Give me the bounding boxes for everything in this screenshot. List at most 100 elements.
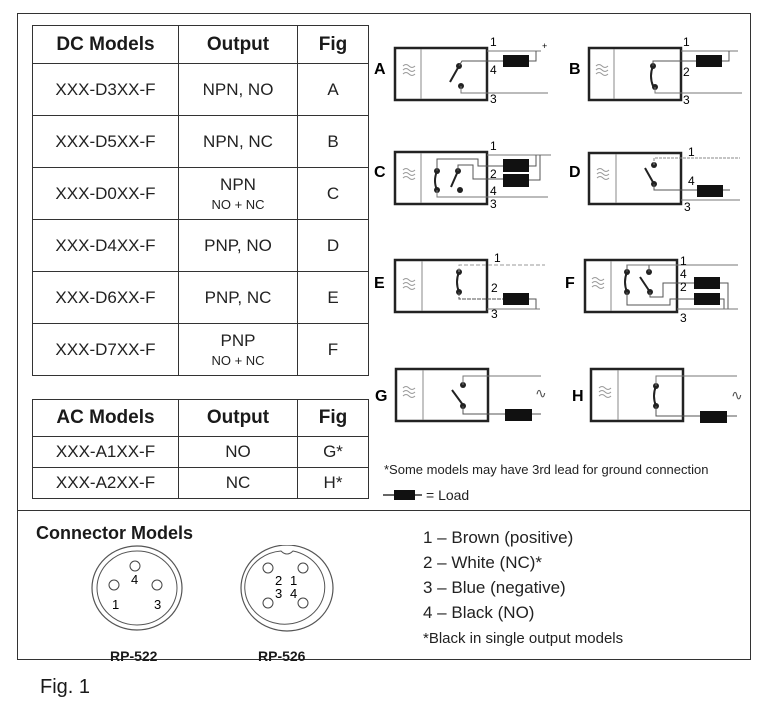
header-fig: Fig <box>297 399 369 437</box>
sensor-wave-icon <box>402 386 416 398</box>
svg-text:4: 4 <box>290 586 297 601</box>
wiring-diagrams: A 1 4 3 + B 1 2 3 C <box>374 35 743 500</box>
table-header-row: DC Models Output Fig <box>32 25 369 64</box>
output-cell: PNP, NC <box>178 271 298 324</box>
diagram-g: G ∿ <box>375 367 547 423</box>
section-divider <box>17 510 751 511</box>
model-cell: XXX-D7XX-F <box>32 323 179 376</box>
connector-diagrams: 4 1 3 2 1 3 4 <box>91 545 334 632</box>
svg-text:1: 1 <box>680 254 687 268</box>
model-cell: XXX-A2XX-F <box>32 467 179 499</box>
dc-models-table: DC Models Output Fig XXX-D3XX-F NPN, NO … <box>32 25 369 376</box>
svg-text:+: + <box>542 41 547 51</box>
figure-caption: Fig. 1 <box>40 676 91 698</box>
svg-text:4: 4 <box>490 63 497 77</box>
fig-cell: B <box>297 115 369 168</box>
connector-label-rp522: RP-522 <box>110 648 158 664</box>
diagram-b: B 1 2 3 <box>569 35 742 107</box>
svg-text:3: 3 <box>683 93 690 107</box>
model-cell: XXX-D4XX-F <box>32 219 179 272</box>
svg-text:4: 4 <box>680 267 687 281</box>
sensor-wave-icon <box>596 168 610 180</box>
output-main: NPN <box>220 175 256 194</box>
wire-item: 2 – White (NC)* <box>423 553 543 572</box>
sensor-wave-icon <box>402 168 416 180</box>
svg-text:∿: ∿ <box>535 386 547 402</box>
sensor-wave-icon <box>402 278 416 290</box>
svg-text:1: 1 <box>490 35 497 49</box>
svg-text:G: G <box>375 388 387 405</box>
wire-item: 1 – Brown (positive) <box>423 528 574 547</box>
diagram-e: E 1 2 3 <box>374 251 545 321</box>
svg-text:1: 1 <box>290 573 297 588</box>
sensor-wave-icon <box>402 64 416 76</box>
svg-text:F: F <box>565 275 575 292</box>
svg-text:4: 4 <box>688 174 695 188</box>
connector-rp522-icon: 4 1 3 <box>91 545 183 631</box>
svg-text:2: 2 <box>275 573 282 588</box>
sensor-wave-icon <box>598 386 612 398</box>
header-output: Output <box>178 25 298 64</box>
connector-models-title: Connector Models <box>36 523 194 543</box>
svg-text:1: 1 <box>112 597 119 612</box>
model-cell: XXX-D3XX-F <box>32 63 179 116</box>
table-row: XXX-D3XX-F NPN, NO A <box>32 63 369 116</box>
ground-note: *Some models may have 3rd lead for groun… <box>384 462 709 477</box>
diagram-a: A 1 4 3 + <box>374 35 548 106</box>
load-symbol-icon <box>383 490 422 500</box>
svg-text:3: 3 <box>275 586 282 601</box>
svg-text:H: H <box>572 388 584 405</box>
table-row: XXX-D4XX-F PNP, NO D <box>32 219 369 272</box>
diagram-d: D 1 4 3 <box>569 145 740 214</box>
output-cell: PNP NO + NC <box>178 323 298 376</box>
model-cell: XXX-D6XX-F <box>32 271 179 324</box>
diagram-f: F 1 4 2 3 <box>565 254 738 325</box>
table-row: XXX-D7XX-F PNP NO + NC F <box>32 323 369 376</box>
svg-text:3: 3 <box>490 197 497 211</box>
output-sub: NO + NC <box>211 353 265 368</box>
table-row: XXX-D0XX-F NPN NO + NC C <box>32 167 369 220</box>
output-sub: NO + NC <box>211 197 265 212</box>
svg-text:4: 4 <box>131 572 138 587</box>
table-row: XXX-A1XX-F NO G* <box>32 436 369 468</box>
svg-text:C: C <box>374 164 386 181</box>
table-row: XXX-D5XX-F NPN, NC B <box>32 115 369 168</box>
fig-cell: H* <box>297 467 369 499</box>
svg-text:2: 2 <box>683 65 690 79</box>
svg-text:3: 3 <box>490 92 497 106</box>
output-cell: NO <box>178 436 298 468</box>
connector-label-rp526: RP-526 <box>258 648 306 664</box>
diagram-h: H ∿ <box>572 367 743 423</box>
svg-text:4: 4 <box>490 184 497 198</box>
output-cell: NPN, NC <box>178 115 298 168</box>
svg-text:1: 1 <box>688 145 695 159</box>
diagram-label: A <box>374 61 386 78</box>
output-cell: NC <box>178 467 298 499</box>
fig-cell: F <box>297 323 369 376</box>
connector-rp526-icon: 2 1 3 4 <box>240 545 334 632</box>
figure-frame <box>17 13 751 660</box>
svg-text:1: 1 <box>683 35 690 49</box>
table-row: XXX-A2XX-F NC H* <box>32 467 369 499</box>
wire-item: 4 – Black (NO) <box>423 603 535 622</box>
fig-cell: G* <box>297 436 369 468</box>
model-cell: XXX-D0XX-F <box>32 167 179 220</box>
wire-color-list: 1 – Brown (positive) 2 – White (NC)* 3 –… <box>423 525 573 625</box>
svg-text:3: 3 <box>154 597 161 612</box>
svg-text:∿: ∿ <box>731 388 743 404</box>
svg-text:2: 2 <box>491 281 498 295</box>
table-header-row: AC Models Output Fig <box>32 399 369 437</box>
fig-cell: D <box>297 219 369 272</box>
svg-text:3: 3 <box>491 307 498 321</box>
svg-text:E: E <box>374 275 385 292</box>
header-model: AC Models <box>32 399 179 437</box>
fig-cell: C <box>297 167 369 220</box>
diagram-c: C 1 2 4 3 <box>374 139 551 211</box>
svg-text:1: 1 <box>494 251 501 265</box>
header-fig: Fig <box>297 25 369 64</box>
output-main: PNP <box>220 331 256 350</box>
ac-models-table: AC Models Output Fig XXX-A1XX-F NO G* XX… <box>32 399 369 499</box>
svg-text:3: 3 <box>684 200 691 214</box>
header-output: Output <box>178 399 298 437</box>
wire-footnote: *Black in single output models <box>423 630 624 647</box>
